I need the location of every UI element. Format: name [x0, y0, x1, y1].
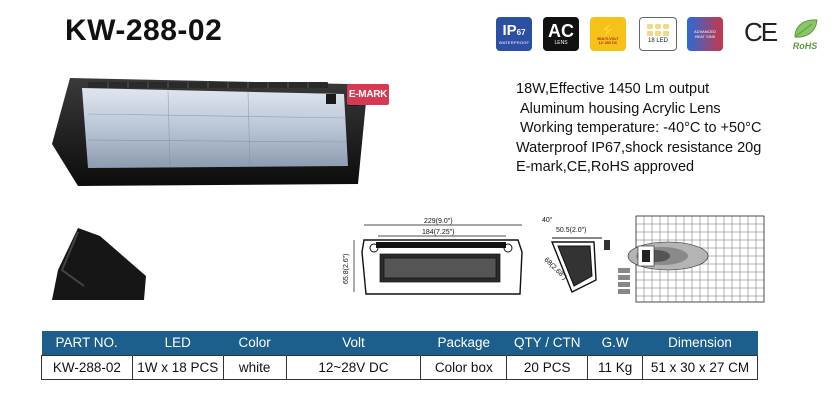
feature-item: Aluminum housing Acrylic Lens: [520, 100, 721, 117]
volt-line1: MULTI-VOLT: [597, 37, 619, 41]
angle-label: 40°: [542, 216, 553, 224]
emark-badge: E-MARK: [347, 84, 389, 105]
feature-item: Waterproof IP67,shock resistance 20g: [516, 139, 762, 156]
heat-line2: HEAT SINK: [694, 34, 716, 39]
volt-line2: 12~28V DC: [598, 41, 618, 45]
product-image: [52, 78, 366, 186]
table-row: KW-288-02 1W x 18 PCS white 12~28V DC Co…: [41, 354, 758, 380]
depth-label: 50.5(2.0"): [556, 227, 587, 234]
side-profile-drawing: 40° 50.5(2.0") 68(2.68"): [542, 216, 602, 293]
product-title: KW-288-02: [65, 14, 223, 47]
width-outer-label: 229(9.0"): [424, 218, 453, 225]
col-color: Color: [223, 331, 287, 355]
rohs-label: RoHS: [792, 41, 818, 51]
rohs-badge: RoHS: [788, 15, 822, 51]
beam-pattern-chart: [604, 215, 765, 303]
led-count-badge: 18 LED: [639, 17, 677, 51]
led-grid-icon: [647, 24, 669, 36]
feature-item: Working temperature: -40°C to +50°C: [520, 120, 762, 136]
mounting-bracket-image: [52, 228, 146, 300]
ac-sublabel: LENS: [554, 40, 568, 46]
ac-label: AC: [548, 21, 574, 41]
ac-lens-badge: AC LENS: [543, 17, 579, 51]
spec-table: PART NO. LED Color Volt Package QTY / CT…: [41, 331, 758, 380]
led-count-label: 18 LED: [647, 38, 668, 44]
cell-package: Color box: [420, 354, 508, 380]
col-gw: G.W: [587, 331, 644, 355]
col-led: LED: [132, 331, 224, 355]
cell-dimension: 51 x 30 x 27 CM: [642, 354, 758, 380]
heat-line1: ADVANCED: [694, 29, 716, 34]
cell-led: 1W x 18 PCS: [131, 354, 224, 380]
cell-color: white: [222, 354, 287, 380]
leaf-icon: [794, 19, 818, 38]
ip67-sublabel: WATERPROOF: [498, 39, 530, 45]
ip67-label: IP67: [502, 21, 526, 39]
spec-table-header-row: PART NO. LED Color Volt Package QTY / CT…: [41, 331, 758, 355]
col-part-no: PART NO.: [41, 331, 133, 355]
multi-volt-badge: ⚡ MULTI-VOLT 12~28V DC: [590, 17, 626, 51]
feature-item: E-mark,CE,RoHS approved: [516, 159, 695, 175]
front-dimension-drawing: 229(9.0") 184(7.25") 65.8(2.6"): [343, 218, 523, 295]
cell-gw: 11 Kg: [587, 354, 644, 380]
lightning-icon: ⚡: [599, 22, 617, 38]
height-label: 65.8(2.6"): [343, 253, 350, 284]
cell-part-no: KW-288-02: [41, 354, 133, 380]
col-qty-ctn: QTY / CTN: [506, 331, 589, 355]
heat-sink-badge: ADVANCED HEAT SINK: [687, 17, 723, 51]
ce-mark: CE: [744, 17, 778, 47]
cell-volt: 12~28V DC: [285, 354, 422, 380]
width-inner-label: 184(7.25"): [422, 229, 454, 236]
col-volt: Volt: [286, 331, 422, 355]
ip67-badge: IP67 WATERPROOF: [496, 17, 532, 51]
feature-item: 18W,Effective 1450 Lm output: [516, 81, 710, 97]
cell-qty-ctn: 20 PCS: [506, 354, 589, 380]
col-package: Package: [420, 331, 508, 355]
lamp-icon: [604, 240, 610, 250]
feature-list: 18W,Effective 1450 Lm output Aluminum ho…: [516, 80, 761, 178]
col-dimension: Dimension: [642, 331, 758, 355]
